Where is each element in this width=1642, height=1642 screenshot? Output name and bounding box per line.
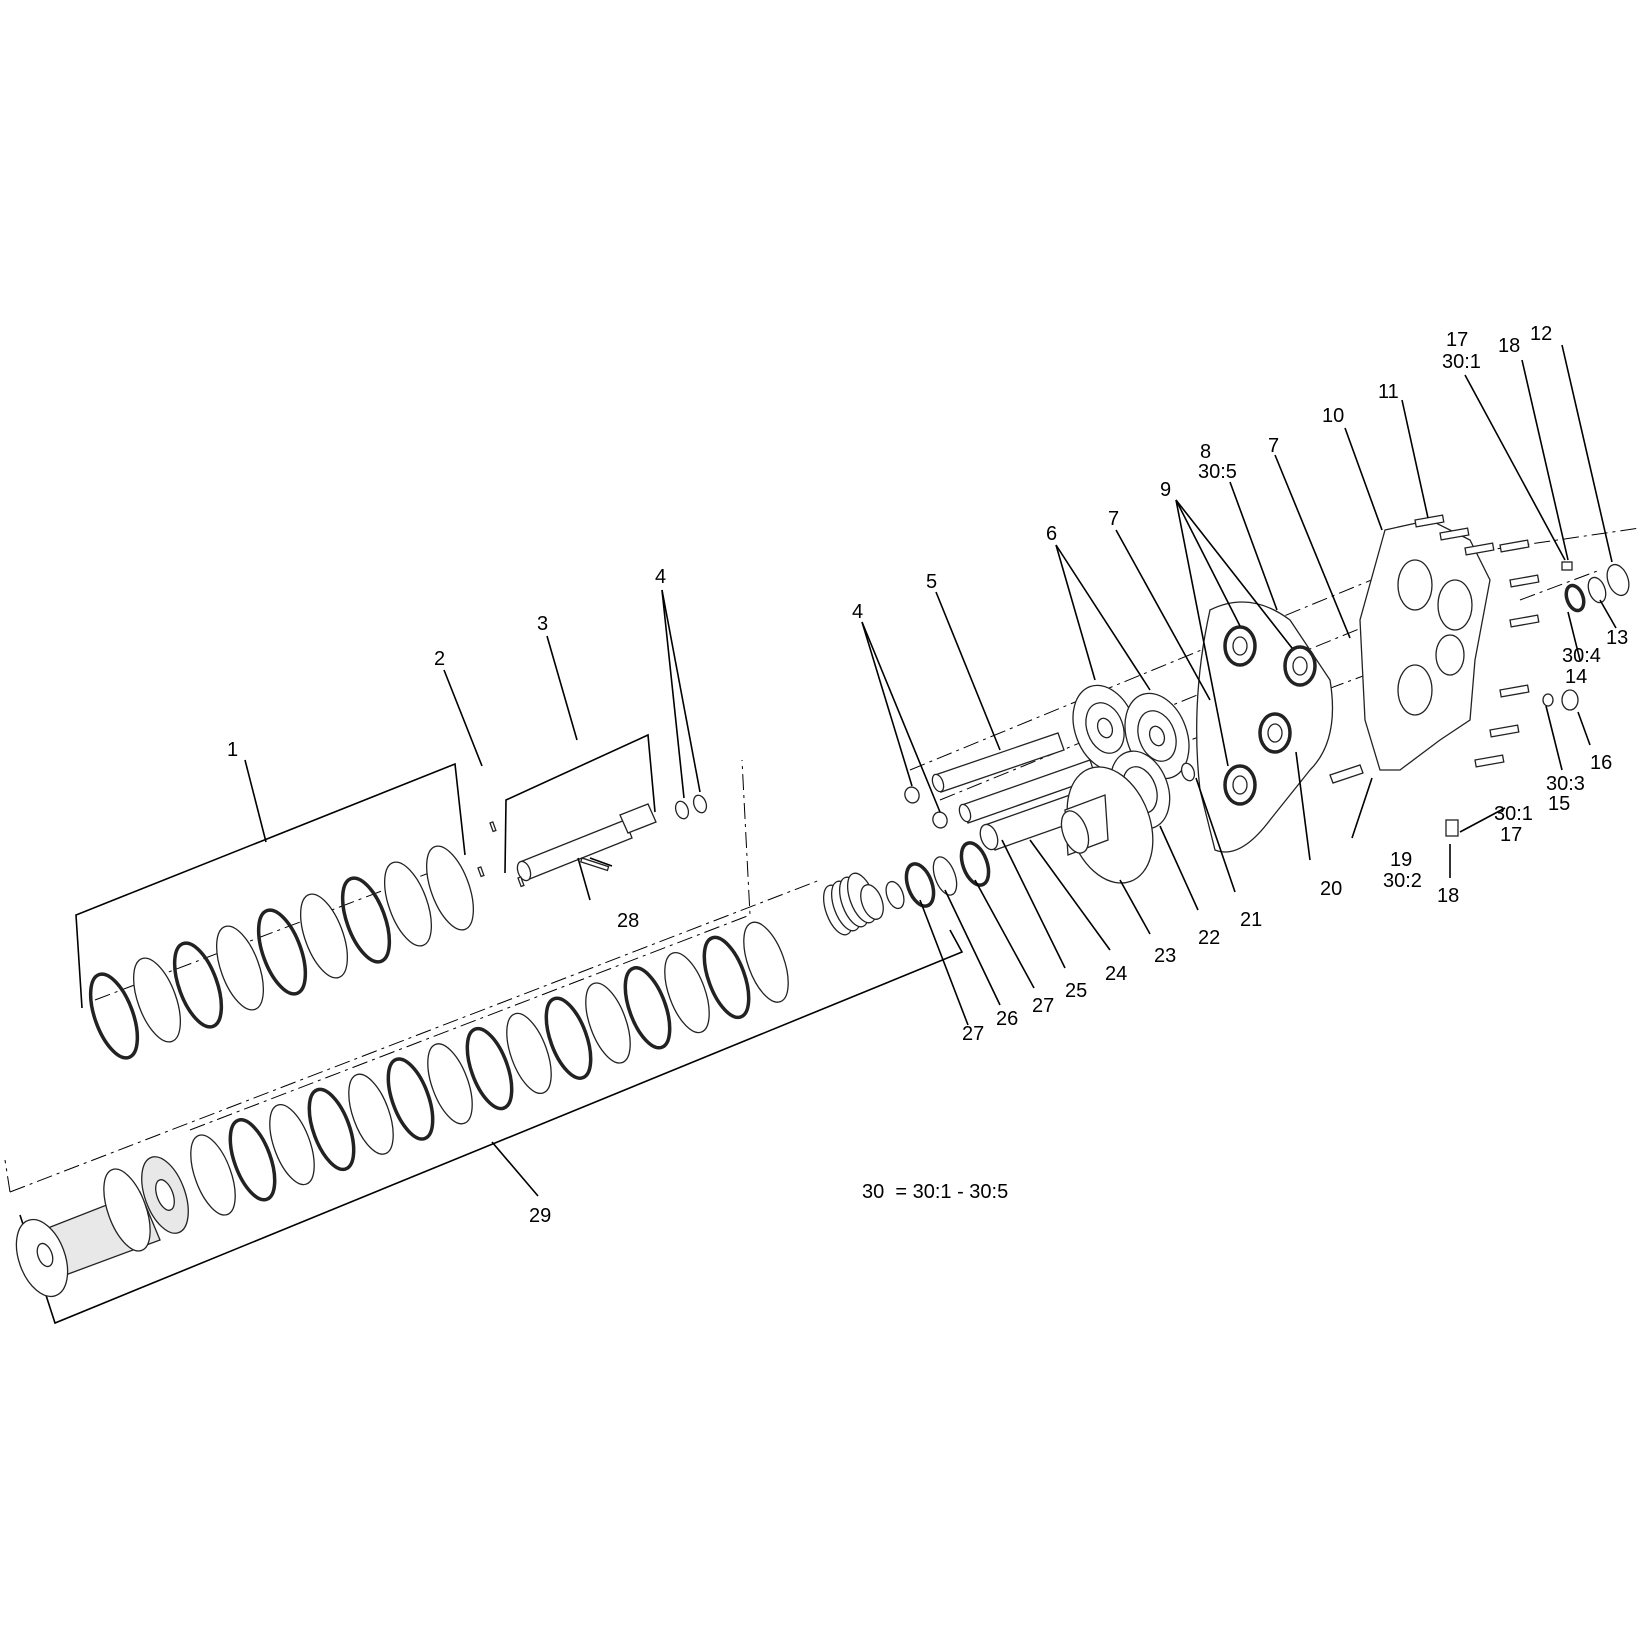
- label-17: 17: [1446, 329, 1468, 351]
- friction-disc: [702, 935, 751, 1020]
- label-20: 20: [1320, 878, 1342, 900]
- label-27: 27: [1032, 995, 1054, 1017]
- friction-disc: [307, 1087, 356, 1172]
- label-27: 27: [962, 1023, 984, 1045]
- callout-labels: 1 2 3 4 4 5 6 7 7 8 30:5 9 10 11 12 13 3…: [227, 323, 1628, 1227]
- label-1: 1: [227, 739, 238, 761]
- steel-disc: [348, 1073, 394, 1155]
- label-7: 7: [1108, 508, 1119, 530]
- steel-disc: [743, 921, 789, 1003]
- leader-lines: [244, 344, 1617, 1197]
- label-16: 16: [1590, 752, 1612, 774]
- friction-disc: [544, 996, 593, 1080]
- bearing-plate-8: [1196, 601, 1334, 853]
- label-29: 29: [529, 1205, 551, 1227]
- label-17: 17: [1500, 824, 1522, 846]
- label-28: 28: [617, 910, 639, 932]
- label-30-1: 30:1: [1494, 803, 1533, 825]
- label-30-1: 30:1: [1442, 351, 1481, 373]
- steel-disc: [190, 1134, 236, 1216]
- steel-disc: [269, 1104, 315, 1186]
- shafts-5-24-25: [904, 732, 1097, 851]
- label-14: 14: [1565, 666, 1587, 688]
- label-23: 23: [1154, 945, 1176, 967]
- label-2: 2: [434, 648, 445, 670]
- label-10: 10: [1322, 405, 1344, 427]
- label-18: 18: [1437, 885, 1459, 907]
- friction-disc: [465, 1026, 514, 1111]
- label-24: 24: [1105, 963, 1127, 985]
- friction-disc: [623, 966, 672, 1050]
- steel-disc: [427, 1043, 473, 1125]
- clutch-pack-group-29: [15, 872, 964, 1325]
- label-18: 18: [1498, 335, 1520, 357]
- housing-10: [1329, 514, 1630, 837]
- label-22: 22: [1198, 927, 1220, 949]
- label-19: 19: [1390, 849, 1412, 871]
- label-7: 7: [1268, 435, 1279, 457]
- label-13: 13: [1606, 627, 1628, 649]
- steel-disc: [585, 982, 631, 1064]
- label-21: 21: [1240, 909, 1262, 931]
- label-12: 12: [1530, 323, 1552, 345]
- label-3: 3: [537, 613, 548, 635]
- legend-note: 30 = 30:1 - 30:5: [862, 1181, 1008, 1203]
- friction-disc: [386, 1057, 435, 1141]
- label-30-2: 30:2: [1383, 870, 1422, 892]
- label-30-5: 30:5: [1198, 461, 1237, 483]
- label-30-3: 30:3: [1546, 773, 1585, 795]
- label-4: 4: [655, 566, 666, 588]
- label-4: 4: [852, 601, 863, 623]
- label-9: 9: [1160, 479, 1171, 501]
- friction-disc: [228, 1118, 277, 1202]
- steel-disc: [506, 1012, 552, 1094]
- label-6: 6: [1046, 523, 1057, 545]
- gears-6-22-23: [1060, 684, 1196, 884]
- label-26: 26: [996, 1008, 1018, 1030]
- label-30-4: 30:4: [1562, 645, 1601, 667]
- label-8: 8: [1200, 441, 1211, 463]
- label-25: 25: [1065, 980, 1087, 1002]
- shaft-group-3: [477, 733, 708, 888]
- label-15: 15: [1548, 793, 1570, 815]
- bolts-11: [1414, 514, 1540, 768]
- label-11: 11: [1378, 381, 1399, 403]
- bearings-26-27: [904, 841, 991, 908]
- steel-disc: [664, 952, 710, 1034]
- clutch-pack-group-1: [75, 762, 475, 1060]
- label-5: 5: [926, 571, 937, 593]
